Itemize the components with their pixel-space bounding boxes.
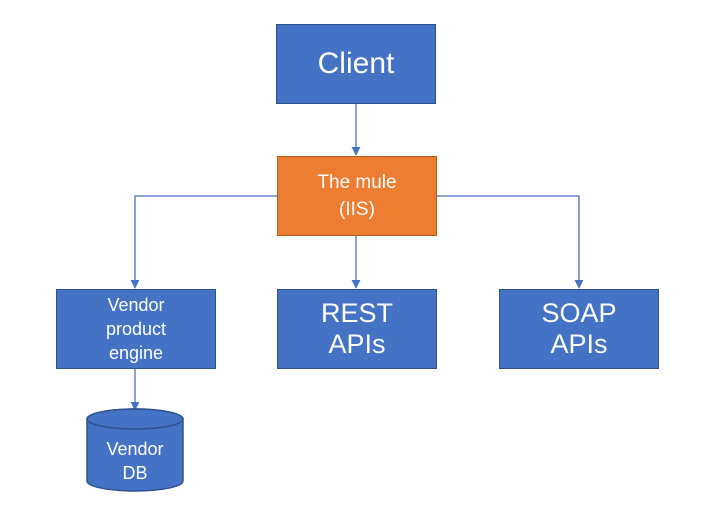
connector-mule-to-soap <box>437 195 584 289</box>
vendor-db-label-line-1: Vendor <box>106 439 164 459</box>
connector-mule-to-vendor-engine <box>130 195 277 289</box>
vendor-engine-label-line-3: engine <box>108 343 164 363</box>
rest-apis-node: REST APIs <box>277 289 437 369</box>
rest-label-line-1: REST <box>320 298 393 328</box>
soap-apis-node: SOAP APIs <box>499 289 659 369</box>
mule-label-line-1: The mule <box>317 172 397 193</box>
mule-label-line-2: (IIS) <box>339 199 375 220</box>
vendor-db-label: Vendor DB <box>87 437 183 485</box>
vendor-engine-label-line-1: Vendor <box>107 295 165 315</box>
vendor-db-label-line-2: DB <box>122 463 148 483</box>
vendor-db-cylinder <box>86 408 184 492</box>
soap-label-line-2: APIs <box>550 329 608 359</box>
vendor-engine-label-line-2: product <box>105 319 167 339</box>
soap-label-line-1: SOAP <box>541 298 617 328</box>
client-label: Client <box>317 47 395 80</box>
vendor-product-engine-node: Vendor product engine <box>56 289 216 369</box>
mule-iis-node: The mule (IIS) <box>277 156 437 236</box>
client-node: Client <box>276 24 436 104</box>
rest-label-line-2: APIs <box>328 329 386 359</box>
